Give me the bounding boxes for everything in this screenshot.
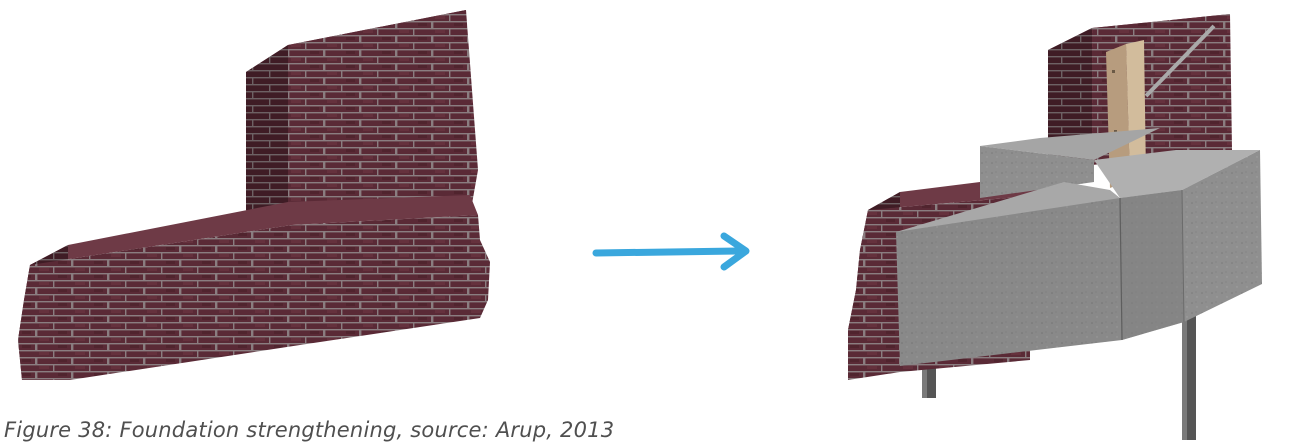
arrow-shaft — [596, 251, 738, 253]
tall-wall-side — [246, 45, 288, 228]
figure-caption: Figure 38: Foundation strengthening, sou… — [4, 418, 614, 442]
transformation-arrow — [596, 236, 746, 267]
base-wall-face — [18, 215, 490, 380]
after-strengthened-foundation — [848, 14, 1262, 440]
before-brick-wall — [18, 10, 490, 380]
tall-wall-face — [288, 10, 478, 215]
